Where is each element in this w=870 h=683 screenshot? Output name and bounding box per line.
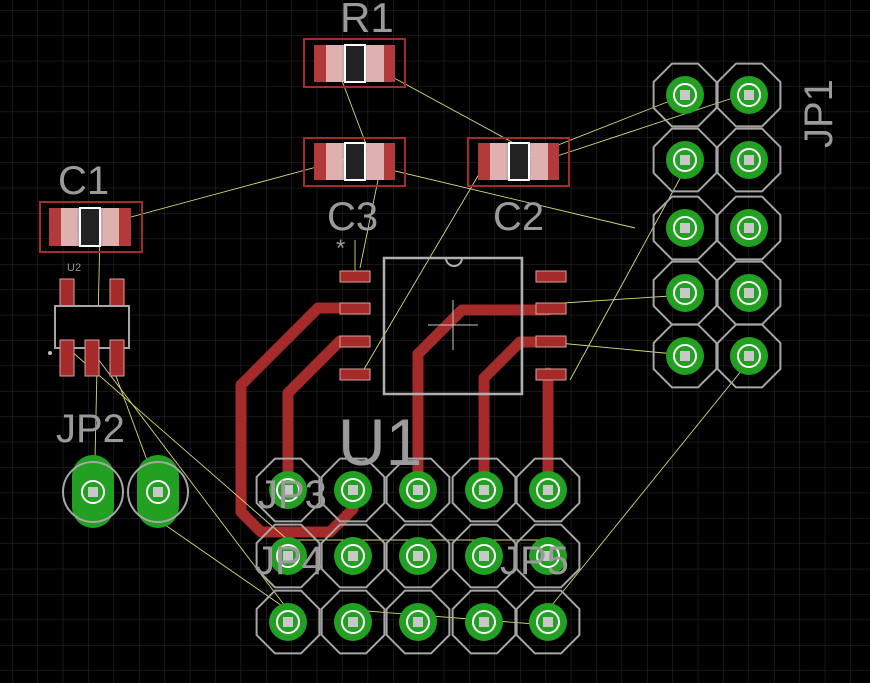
r1-resistor[interactable] [303,38,406,88]
u1-pin-3 [339,335,371,348]
through-hole-pad[interactable] [385,589,451,655]
c2-capacitor[interactable] [467,137,570,187]
c1-center [79,207,101,247]
u1-ic[interactable]: * [336,235,567,396]
through-hole-pad[interactable] [716,62,782,128]
jp3-label: JP3 [258,473,327,517]
jp2-drill [146,480,170,504]
c2-label: C2 [493,195,544,239]
trace [478,336,554,496]
c3-outline [303,137,406,187]
jp2-ring [62,461,124,523]
u1-pin-7 [535,302,567,315]
jp5-label: JP5 [500,539,569,583]
u2-tab-left [59,278,75,310]
jp2-hole [153,487,163,497]
through-hole-pad[interactable] [451,589,517,655]
jp-grid-headers[interactable] [255,457,581,655]
c2-center [508,142,530,181]
through-hole-pad[interactable] [255,523,321,589]
c1-outline [39,201,143,253]
through-hole-pad[interactable] [515,523,581,589]
through-hole-pad[interactable] [385,457,451,523]
trace [235,302,363,538]
u1-pin-8 [535,270,567,283]
jp2-label: JP2 [56,407,125,451]
u1-label: U1 [338,405,422,479]
c3-capacitor[interactable] [303,137,406,187]
through-hole-pad[interactable] [515,457,581,523]
u2-pin [84,339,100,377]
through-hole-pad[interactable] [451,457,517,523]
u1-notch [445,257,463,267]
u1-body [382,256,524,396]
u2-label: U2 [67,262,81,274]
c3-label: C3 [327,195,378,239]
through-hole-pad[interactable] [652,127,718,193]
u1-pin-6 [535,335,567,348]
c1-label: C1 [58,159,109,203]
through-hole-pad[interactable] [451,523,517,589]
trace [412,304,554,496]
through-hole-pad[interactable] [255,589,321,655]
through-hole-pad[interactable] [320,589,386,655]
c3-center [344,142,366,181]
through-hole-pad[interactable] [716,323,782,389]
u1-pin-2 [339,302,371,315]
through-hole-pad[interactable] [255,457,321,523]
jp2-hole [88,487,98,497]
u2-pin [109,339,125,377]
through-hole-pad[interactable] [652,323,718,389]
through-hole-pad[interactable] [652,62,718,128]
u2-pin1-dot [48,351,52,355]
through-hole-pad[interactable] [716,127,782,193]
jp1-header[interactable] [652,62,782,389]
u1-pin-4 [339,368,371,381]
through-hole-pad[interactable] [652,195,718,261]
u1-pin1-marker: * [336,235,345,262]
r1-label: R1 [340,0,394,41]
through-hole-pad[interactable] [320,523,386,589]
jp2-ring [127,461,189,523]
c1-capacitor[interactable] [39,201,143,253]
u1-pin-5 [535,368,567,381]
r1-outline [303,38,406,88]
through-hole-pad[interactable] [385,523,451,589]
through-hole-pad[interactable] [716,195,782,261]
u2-tab-right [109,278,125,310]
c2-outline [467,137,570,187]
jp4-label: JP4 [255,539,324,583]
through-hole-pad[interactable] [320,457,386,523]
jp1-label: JP1 [797,79,841,148]
through-hole-pad[interactable] [515,589,581,655]
u2-regulator[interactable]: U2 [48,262,130,377]
jp2-drill [81,480,105,504]
r1-center [344,44,366,83]
u2-pin [59,339,75,377]
u1-pin-1 [339,270,371,283]
copper-traces [235,302,554,538]
jp2-header[interactable] [62,455,189,528]
